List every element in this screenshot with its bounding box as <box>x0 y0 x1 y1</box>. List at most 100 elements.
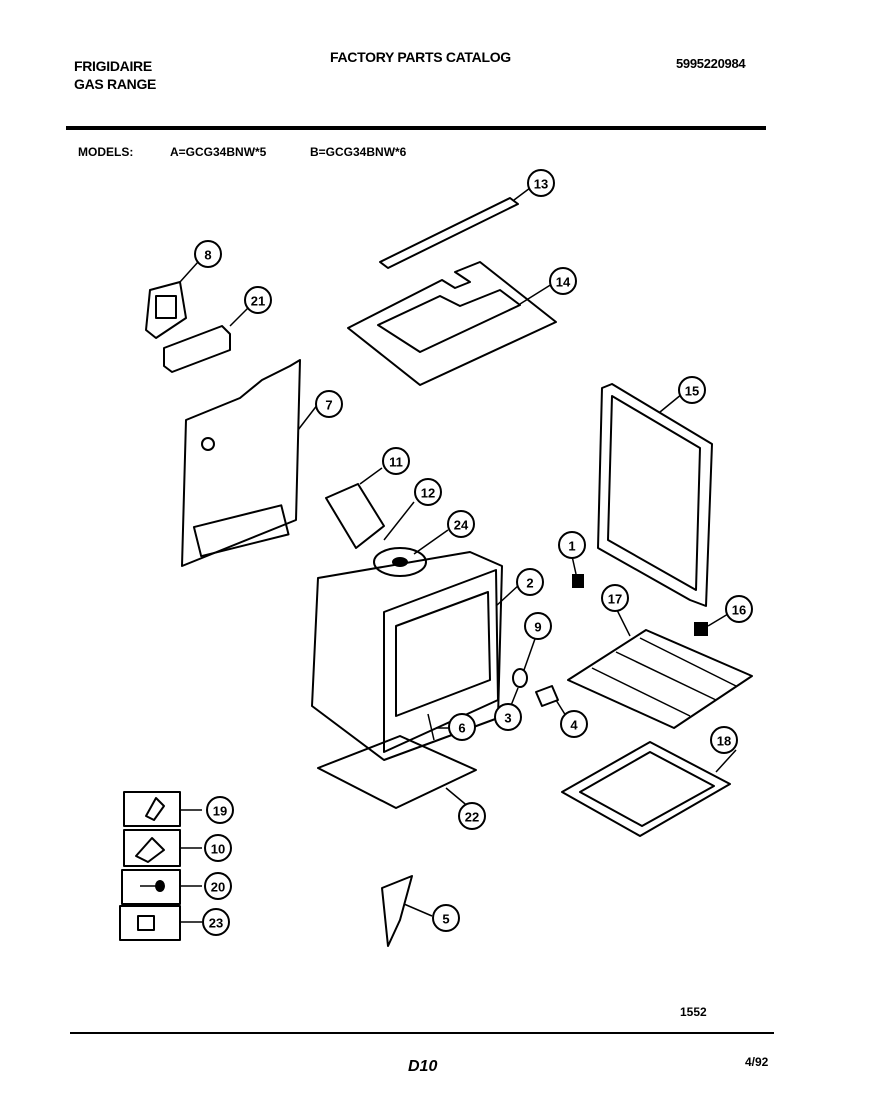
model-a: A=GCG34BNW*5 <box>170 145 267 159</box>
callout-6: 6 <box>448 713 476 741</box>
legend-box-10 <box>123 829 202 867</box>
callout-15: 15 <box>678 376 706 404</box>
part-clip <box>571 555 584 588</box>
callout-5: 5 <box>432 904 460 932</box>
part-rail <box>379 187 531 269</box>
callout-number: 20 <box>211 880 225 895</box>
part-spring-clip <box>381 875 433 947</box>
callout-12: 12 <box>414 478 442 506</box>
callout-circle <box>202 908 230 936</box>
callout-circle <box>447 510 475 538</box>
callout-19: 19 <box>206 796 234 824</box>
callout-circle <box>560 710 588 738</box>
callout-number: 22 <box>465 810 479 825</box>
callout-number: 14 <box>556 275 571 290</box>
product-type: GAS RANGE <box>74 76 157 92</box>
callout-circle <box>549 267 577 295</box>
callout-9: 9 <box>524 612 552 640</box>
callout-circle <box>244 286 272 314</box>
callout-circle <box>414 478 442 506</box>
callout-number: 9 <box>534 620 541 635</box>
models-label: MODELS: <box>78 145 134 159</box>
part-side-panel <box>181 359 319 567</box>
callout-circle <box>194 240 222 268</box>
legend-box-20 <box>121 869 202 905</box>
callout-10: 10 <box>204 834 232 862</box>
callout-circle <box>601 584 629 612</box>
callout-2: 2 <box>516 568 544 596</box>
legend-box-23 <box>119 905 202 941</box>
part-bracket <box>145 261 199 339</box>
callout-circle <box>725 595 753 623</box>
part-knob <box>509 635 567 717</box>
model-b: B=GCG34BNW*6 <box>310 145 407 159</box>
callout-number: 12 <box>421 486 435 501</box>
footer-rule <box>70 1032 774 1034</box>
part-burner <box>373 501 449 577</box>
callout-number: 3 <box>504 711 511 726</box>
callout-number: 23 <box>209 916 223 931</box>
catalog-number: 5995220984 <box>676 56 746 71</box>
callout-22: 22 <box>458 802 486 830</box>
callout-number: 18 <box>717 734 731 749</box>
callout-17: 17 <box>601 584 629 612</box>
callout-7: 7 <box>315 390 343 418</box>
callout-circle <box>494 703 522 731</box>
legend-box-19 <box>123 791 202 827</box>
callout-number: 2 <box>526 576 533 591</box>
callout-number: 6 <box>458 721 465 736</box>
callout-18: 18 <box>710 726 738 754</box>
callout-number: 10 <box>211 842 225 857</box>
part-top-panel <box>347 261 557 386</box>
callout-4: 4 <box>560 710 588 738</box>
callout-number: 5 <box>442 912 449 927</box>
callout-11: 11 <box>382 447 410 475</box>
part-small-panel <box>163 307 249 373</box>
callout-number: 11 <box>389 455 403 470</box>
callout-number: 21 <box>251 294 265 309</box>
callout-number: 16 <box>732 603 746 618</box>
callout-circle <box>432 904 460 932</box>
callout-circle <box>558 531 586 559</box>
callout-24: 24 <box>447 510 475 538</box>
callout-1: 1 <box>558 531 586 559</box>
callout-23: 23 <box>202 908 230 936</box>
callout-20: 20 <box>204 872 232 900</box>
catalog-title: FACTORY PARTS CATALOG <box>330 49 511 65</box>
drawing-number: 1552 <box>680 1005 707 1019</box>
callout-circle <box>678 376 706 404</box>
page-code: D10 <box>408 1058 438 1075</box>
callout-circle <box>315 390 343 418</box>
callout-circle <box>382 447 410 475</box>
callout-circle <box>527 169 555 197</box>
callout-number: 1 <box>568 539 575 554</box>
callout-circle <box>204 834 232 862</box>
callout-circle <box>448 713 476 741</box>
part-pin <box>427 713 450 741</box>
callout-number: 19 <box>213 804 227 819</box>
part-oven-rack <box>567 603 753 729</box>
callout-number: 8 <box>204 248 211 263</box>
callout-number: 4 <box>570 718 578 733</box>
callout-13: 13 <box>527 169 555 197</box>
callout-number: 24 <box>454 518 469 533</box>
part-door-frame <box>597 383 713 607</box>
callout-circle <box>204 872 232 900</box>
callout-number: 7 <box>325 398 332 413</box>
part-leveler <box>694 613 729 636</box>
revision-date: 4/92 <box>745 1055 769 1069</box>
brand-name: FRIGIDAIRE <box>74 58 152 74</box>
part-broiler-pan <box>561 741 737 837</box>
callout-8: 8 <box>194 240 222 268</box>
callout-circle <box>516 568 544 596</box>
callout-circle <box>524 612 552 640</box>
callout-3: 3 <box>494 703 522 731</box>
callout-number: 17 <box>608 592 622 607</box>
callout-21: 21 <box>244 286 272 314</box>
callout-circle <box>710 726 738 754</box>
callout-16: 16 <box>725 595 753 623</box>
callout-14: 14 <box>549 267 577 295</box>
callout-circle <box>206 796 234 824</box>
part-oven-body <box>311 551 521 761</box>
